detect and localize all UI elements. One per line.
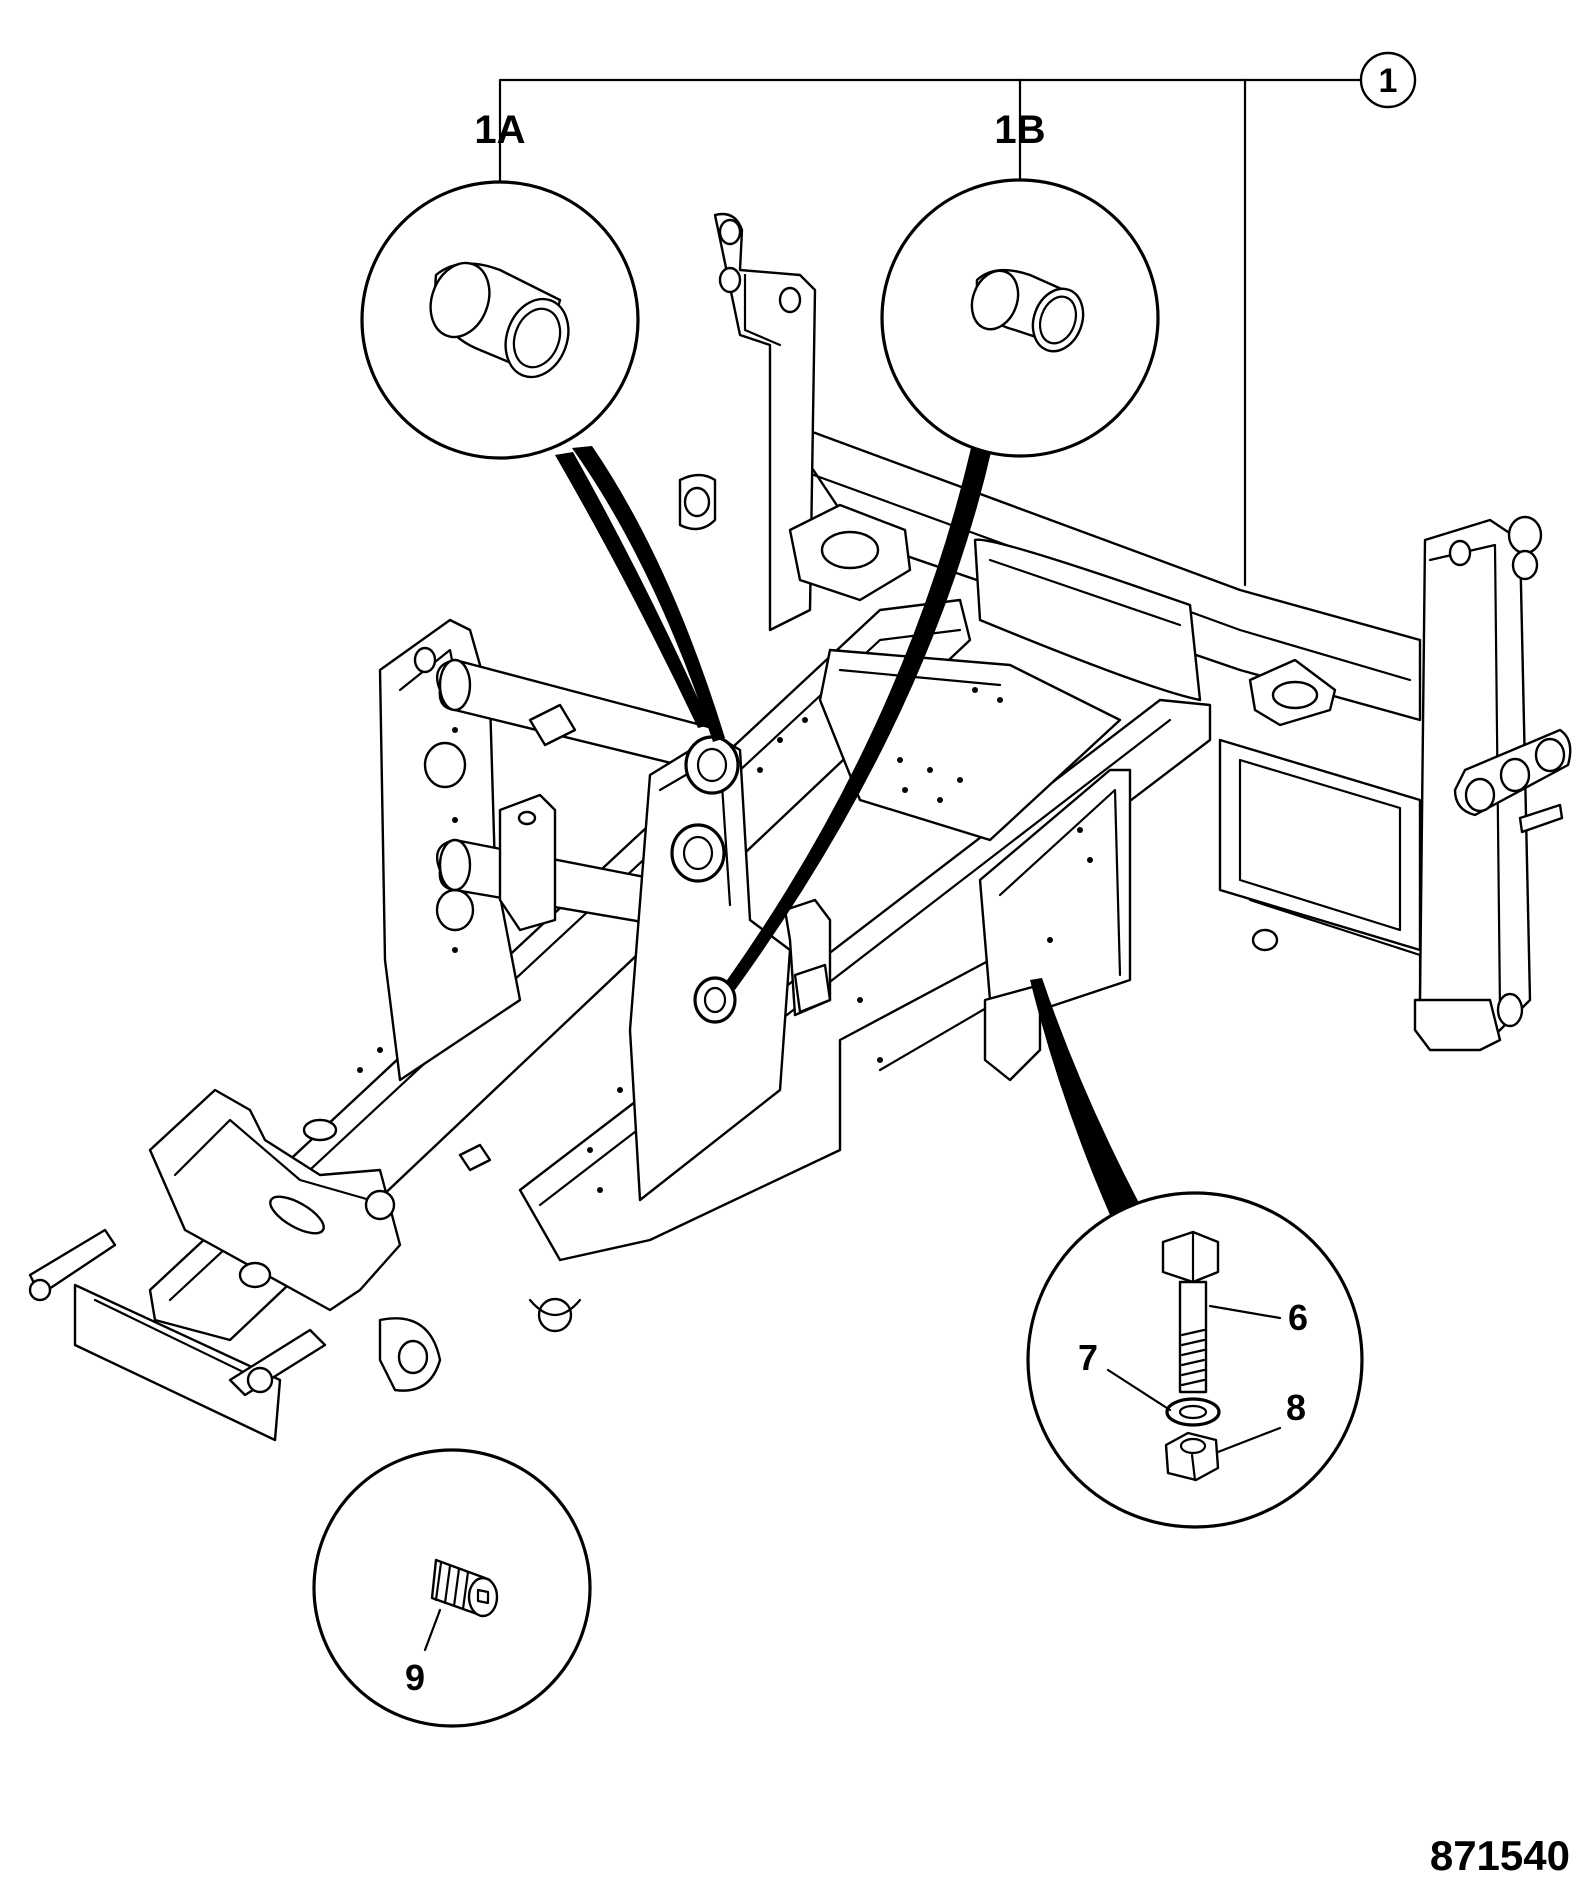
- chassis-frame-drawing: [28, 212, 1572, 1442]
- spring-washer-icon: [1165, 1397, 1221, 1427]
- callout-label-1b: 1B: [994, 108, 1045, 152]
- callout-label-9: 9: [405, 1657, 425, 1698]
- callout-tree-item-1: [498, 78, 1362, 587]
- leader-1a-inner: [572, 446, 725, 742]
- callout-badge-item-1: 1: [1359, 51, 1417, 109]
- bush-icon: [429, 261, 570, 379]
- leader-fastener-detail: [1030, 978, 1140, 1215]
- callout-label-6: 6: [1288, 1297, 1308, 1338]
- detail-circle-1b: [880, 178, 1160, 458]
- figure-reference-number: 871540: [1430, 1832, 1570, 1879]
- detail-circle-fasteners: 6 7 8: [1026, 1191, 1364, 1529]
- detail-circle-plug: 9: [312, 1448, 592, 1728]
- leader-1a-outer: [555, 452, 710, 728]
- detail-circle-1a: [360, 180, 640, 460]
- callout-label-8: 8: [1286, 1387, 1306, 1428]
- callout-label-7: 7: [1078, 1337, 1098, 1378]
- callout-label-1a: 1A: [474, 108, 525, 152]
- bush-icon: [970, 268, 1085, 353]
- callout-label-1: 1: [1379, 62, 1398, 100]
- leader-1b: [725, 444, 992, 990]
- threaded-plug-icon: [430, 1558, 499, 1618]
- hex-nut-icon: [1164, 1431, 1220, 1482]
- bolt-icon: [1161, 1230, 1220, 1394]
